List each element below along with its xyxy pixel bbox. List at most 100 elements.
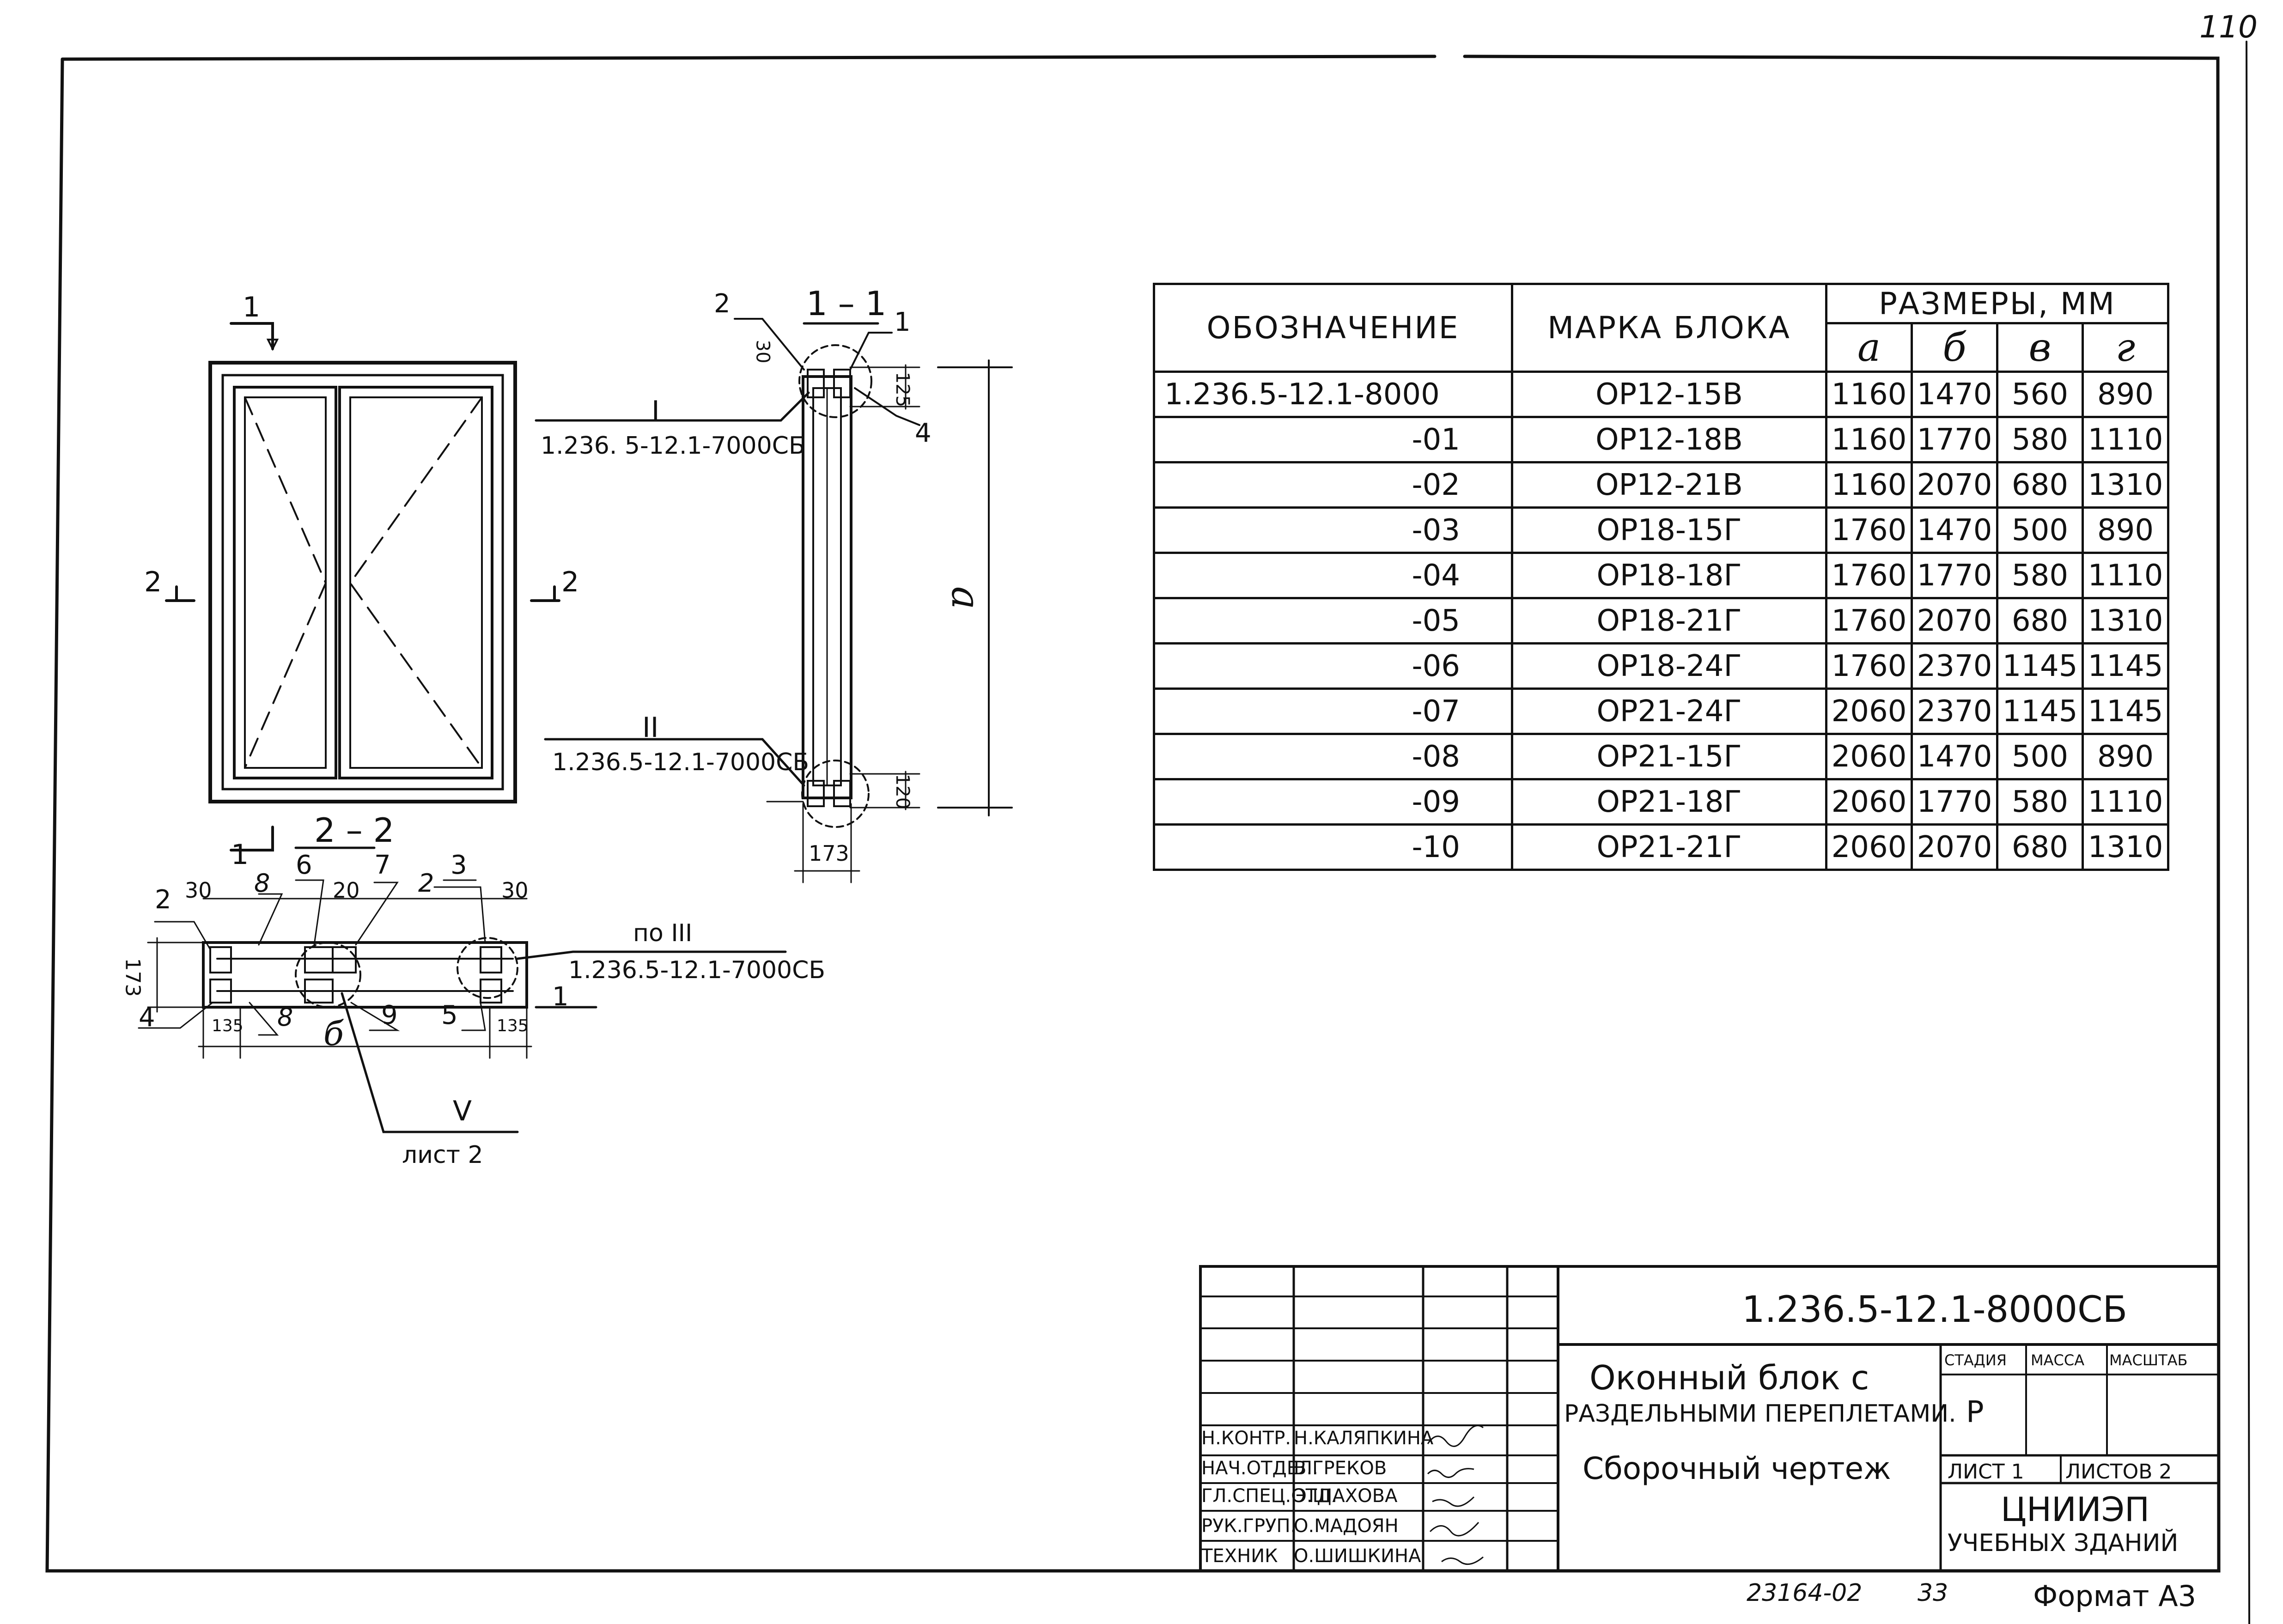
callout-II-ref: 1.236.5-12.1-7000СБ xyxy=(552,748,810,776)
row-g: 1110 xyxy=(2081,552,2170,599)
callout-V-number: V xyxy=(453,1095,472,1127)
signature-name: О.МАДОЯН xyxy=(1294,1515,1399,1537)
section-2-2 xyxy=(138,846,787,1133)
row-g: 890 xyxy=(2081,733,2170,780)
table-row: -02 ОР12-21В 1160 2070 680 1310 xyxy=(1153,461,2170,509)
row-a: 1760 xyxy=(1825,597,1913,645)
header-sizes: РАЗМЕРЫ, ММ xyxy=(1825,283,2170,324)
callout-III-ref: 1.236.5-12.1-7000СБ xyxy=(568,956,826,984)
row-designation: -08 xyxy=(1153,733,1513,780)
row-v: 680 xyxy=(1996,461,2084,509)
org-line-1: ЦНИИЭП xyxy=(2001,1490,2150,1529)
signature-name: Н.КАЛЯПКИНА xyxy=(1294,1428,1434,1449)
header-col-b: б xyxy=(1911,322,1998,373)
s11-item-4: 4 xyxy=(915,418,931,448)
signature-role: Н.КОНТР. xyxy=(1201,1428,1291,1449)
signature-name: Э.ШАХОВА xyxy=(1294,1485,1398,1507)
row-mark: ОР18-15Г xyxy=(1511,506,1827,554)
row-v: 680 xyxy=(1996,823,2084,871)
row-b: 2070 xyxy=(1911,461,1998,509)
callout-V-ref: лист 2 xyxy=(402,1141,483,1169)
row-b: 2370 xyxy=(1911,642,1998,690)
spec-table: ОБОЗНАЧЕНИЕ МАРКА БЛОКА РАЗМЕРЫ, ММ а б … xyxy=(1153,283,2170,871)
row-v: 560 xyxy=(1996,371,2084,418)
page-number: 110 xyxy=(2199,9,2258,45)
cut-mark-1-top: 1 xyxy=(243,291,261,323)
signature-role: НАЧ.ОТДЕЛ. xyxy=(1201,1458,1318,1479)
table-row: -06 ОР18-24Г 1760 2370 1145 1145 xyxy=(1153,642,2170,690)
doc-code: 1.236.5-12.1-8000СБ xyxy=(1742,1289,2128,1331)
row-a: 1160 xyxy=(1825,371,1913,418)
table-row: -09 ОР21-18Г 2060 1770 580 1110 xyxy=(1153,778,2170,826)
row-g: 1110 xyxy=(2081,778,2170,826)
table-row: -03 ОР18-15Г 1760 1470 500 890 xyxy=(1153,506,2170,554)
row-b: 1470 xyxy=(1911,506,1998,554)
row-a: 1160 xyxy=(1825,416,1913,463)
row-a: 1760 xyxy=(1825,506,1913,554)
row-mark: ОР12-21В xyxy=(1511,461,1827,509)
title-line-3: Сборочный чертеж xyxy=(1583,1451,1891,1486)
row-v: 580 xyxy=(1996,552,2084,599)
row-v: 1145 xyxy=(1996,687,2084,735)
row-a: 1760 xyxy=(1825,552,1913,599)
s11-item-1: 1 xyxy=(894,307,911,337)
s22-dim-30-right: 30 xyxy=(501,878,529,903)
header-col-a: а xyxy=(1825,322,1913,373)
s22-item-4: 4 xyxy=(139,1003,155,1033)
row-g: 1310 xyxy=(2081,597,2170,645)
title-line-1: Оконный блок с xyxy=(1589,1358,1869,1397)
s22-item-3: 3 xyxy=(451,850,467,880)
signature-role: ГЛ.СПЕЦ.ОТД. xyxy=(1201,1485,1338,1507)
title-block xyxy=(1199,1265,2220,1572)
row-a: 2060 xyxy=(1825,733,1913,780)
org-line-2: УЧЕБНЫХ ЗДАНИЙ xyxy=(1948,1529,2179,1557)
row-designation: -04 xyxy=(1153,552,1513,599)
table-row: -07 ОР21-24Г 2060 2370 1145 1145 xyxy=(1153,687,2170,735)
header-block-mark: МАРКА БЛОКА xyxy=(1511,283,1827,373)
s22-item-8-top: 8 xyxy=(254,869,270,898)
s22-dim-b: б xyxy=(323,1014,344,1053)
s22-item-7: 7 xyxy=(374,850,391,880)
callout-II-number: II xyxy=(642,712,659,744)
row-v: 580 xyxy=(1996,778,2084,826)
row-g: 890 xyxy=(2081,506,2170,554)
callout-I-number: I xyxy=(651,395,660,427)
s22-item-8-bottom: 8 xyxy=(277,1003,293,1032)
signature-row-2: НАЧ.ОТДЕЛ.В.ГРЕКОВ xyxy=(1201,1458,1387,1479)
s22-item-5: 5 xyxy=(441,1000,458,1030)
row-b: 1770 xyxy=(1911,552,1998,599)
row-b: 2370 xyxy=(1911,687,1998,735)
row-mark: ОР21-15Г xyxy=(1511,733,1827,780)
row-v: 1145 xyxy=(1996,642,2084,690)
row-a: 1160 xyxy=(1825,461,1913,509)
row-designation: -05 xyxy=(1153,597,1513,645)
cut-mark-1-bottom: 1 xyxy=(231,839,249,871)
table-row: -05 ОР18-21Г 1760 2070 680 1310 xyxy=(1153,597,2170,645)
signature-role: РУК.ГРУП. xyxy=(1201,1515,1297,1537)
row-mark: ОР21-21Г xyxy=(1511,823,1827,871)
row-designation: -06 xyxy=(1153,642,1513,690)
row-designation: -09 xyxy=(1153,778,1513,826)
s22-item-g: 2 xyxy=(418,869,434,898)
sheet-label: ЛИСТ 1 xyxy=(1948,1460,2024,1484)
title-line-2: РАЗДЕЛЬНЫМИ ПЕРЕПЛЕТАМИ. xyxy=(1564,1400,1956,1428)
s22-item-2: 2 xyxy=(155,885,171,915)
row-a: 2060 xyxy=(1825,687,1913,735)
s11-dim-173: 173 xyxy=(809,841,849,866)
row-g: 1110 xyxy=(2081,416,2170,463)
row-b: 1770 xyxy=(1911,416,1998,463)
window-elevation xyxy=(165,322,560,852)
row-mark: ОР21-24Г xyxy=(1511,687,1827,735)
row-b: 1470 xyxy=(1911,371,1998,418)
row-designation: -02 xyxy=(1153,461,1513,509)
header-col-v: в xyxy=(1996,322,2084,373)
mass-label: МАССА xyxy=(2031,1351,2085,1369)
row-designation: -01 xyxy=(1153,416,1513,463)
row-v: 680 xyxy=(1996,597,2084,645)
row-g: 1310 xyxy=(2081,823,2170,871)
section-1-1-label: 1 – 1 xyxy=(806,284,887,323)
table-row: -01 ОР12-18В 1160 1770 580 1110 xyxy=(1153,416,2170,463)
